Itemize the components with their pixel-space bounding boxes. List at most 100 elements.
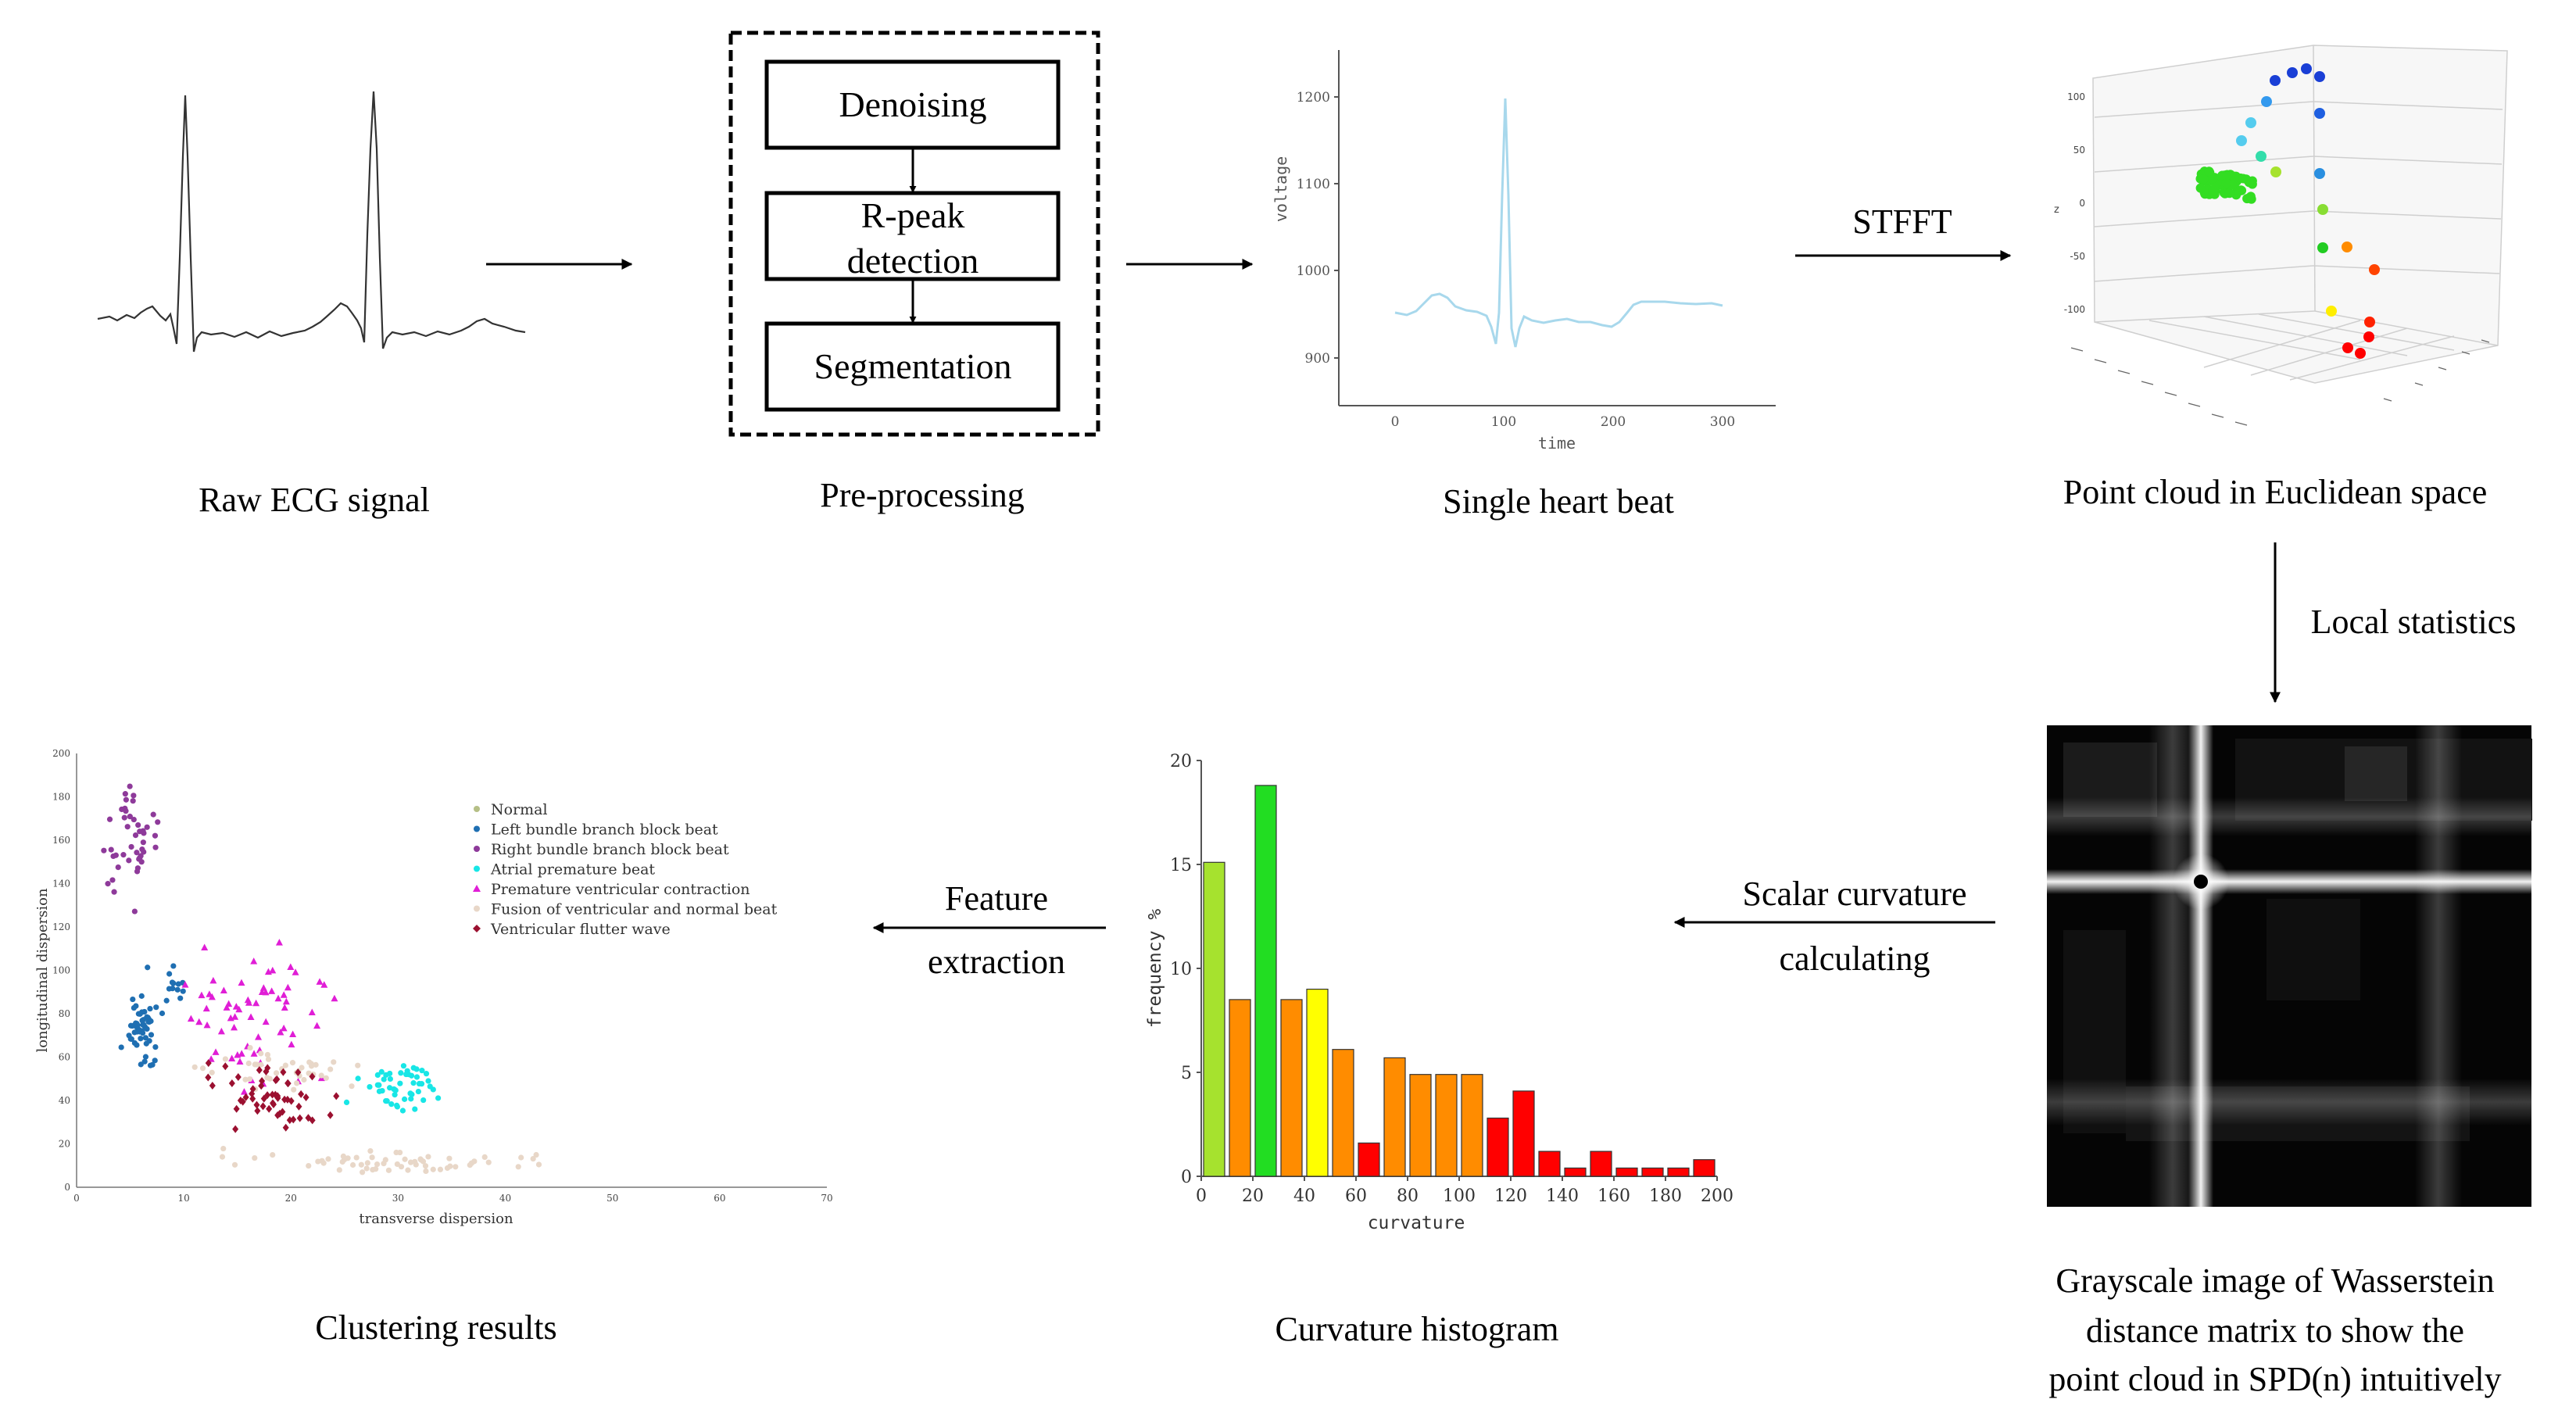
scatter-point	[264, 1051, 271, 1058]
scatter-point	[240, 1088, 248, 1095]
hist-xtick-label: 100	[1443, 1186, 1476, 1206]
scatter-point	[134, 850, 140, 856]
scatter-point	[281, 1004, 288, 1011]
scatter-point	[301, 1076, 307, 1083]
scatter-point	[282, 997, 290, 1005]
scatter-point	[141, 1058, 148, 1065]
scatter-point	[137, 1011, 143, 1017]
hist-ytick-label: 20	[1170, 752, 1192, 771]
hist-bar	[1512, 1090, 1535, 1177]
scatter-point	[120, 852, 127, 858]
scatter-point	[263, 1068, 270, 1076]
scatter-point	[142, 1054, 149, 1060]
scatter-point	[284, 983, 292, 991]
pc-point	[2261, 96, 2272, 107]
hist-bar	[1641, 1167, 1664, 1177]
scatter-point	[269, 966, 277, 974]
scatter-point	[284, 1079, 292, 1087]
scatter-point	[128, 1036, 134, 1043]
scatter-point	[139, 846, 145, 853]
scatter-point	[262, 1018, 270, 1025]
scatter-xtick-label: 0	[73, 1193, 80, 1204]
pc-point	[2364, 317, 2375, 327]
scatter-point	[419, 1068, 425, 1074]
scatter-point	[535, 1161, 542, 1168]
pc-point	[2342, 342, 2353, 353]
hist-xtick-label: 20	[1242, 1186, 1264, 1206]
hist-xlabel: curvature	[1368, 1213, 1465, 1233]
scatter-point	[231, 1013, 239, 1020]
grayscale-horizontal-band	[2047, 869, 2531, 894]
local-stats-label: Local statistics	[2311, 603, 2517, 641]
scatter-point	[422, 1163, 429, 1169]
pointcloud-panel: 100 50 0 -50 -100 z Point cloud in Eucli…	[2054, 45, 2508, 511]
scatter-point	[394, 1102, 400, 1108]
scatter-point	[270, 1099, 277, 1108]
scatter-point	[217, 1027, 225, 1035]
legend-label: Right bundle branch block beat	[491, 841, 729, 858]
scatter-point	[139, 1018, 145, 1024]
beat-xtick-300: 300	[1710, 414, 1735, 430]
scatter-point	[274, 1111, 281, 1119]
scatter-point	[212, 1048, 220, 1055]
scatter-point	[378, 1068, 385, 1075]
legend-marker	[473, 885, 481, 892]
pc-point	[2369, 264, 2380, 275]
pc-point	[2221, 178, 2231, 188]
legend-marker	[474, 806, 480, 812]
scatter-point	[170, 963, 177, 969]
grayscale-vertical-band	[2188, 725, 2213, 1207]
scatter-point	[259, 1102, 267, 1111]
scatter-point	[127, 783, 133, 789]
scatter-point	[124, 824, 131, 830]
scatter-point	[298, 1090, 305, 1098]
scatter-point	[305, 1114, 312, 1122]
hist-xtick-label: 0	[1196, 1186, 1207, 1206]
scatter-point	[406, 1072, 412, 1078]
scatter-point	[355, 1075, 361, 1082]
scatter-point	[123, 796, 129, 803]
scatter-point	[130, 798, 136, 804]
scatter-point	[289, 1030, 297, 1037]
scatter-point	[118, 1044, 124, 1050]
scatter-point	[412, 1106, 418, 1112]
scatter-ytick-label: 120	[52, 922, 70, 932]
scatter-ytick-label: 80	[59, 1008, 70, 1019]
scatter-point	[266, 1104, 273, 1113]
rpeak-label-line1: R-peak	[861, 195, 965, 235]
legend-label: Normal	[491, 801, 548, 818]
scatter-point	[206, 990, 213, 997]
pc-point	[2238, 174, 2249, 184]
pc-point	[2208, 186, 2218, 196]
scatter-point	[127, 814, 133, 820]
scatter-point	[518, 1154, 524, 1161]
scatter-point	[425, 1078, 431, 1084]
scatter-point	[374, 1072, 381, 1078]
scatter-point	[327, 1066, 334, 1072]
scatter-point	[415, 1088, 421, 1095]
pc-point	[2355, 348, 2366, 359]
scatter-xtick-label: 50	[606, 1193, 618, 1204]
scatter-point	[150, 811, 156, 818]
scatter-point	[166, 986, 173, 992]
scatter-point	[130, 996, 136, 1003]
point-cloud-label: Point cloud in Euclidean space	[2063, 473, 2488, 511]
grayscale-panel: Grayscale image of Wasserstein distance …	[2047, 725, 2532, 1398]
hist-xtick-label: 180	[1649, 1186, 1682, 1206]
scatter-point	[425, 1154, 431, 1160]
grayscale-block-e	[2267, 899, 2360, 1000]
grayscale-block-c	[2345, 746, 2407, 801]
scatter-point	[427, 1083, 433, 1090]
scatter-point	[113, 852, 119, 858]
scatter-point	[231, 1023, 238, 1031]
scatter-point	[325, 1156, 331, 1162]
hist-bar	[1280, 999, 1303, 1177]
pc-point	[2217, 170, 2227, 181]
scatter-point	[349, 1161, 356, 1168]
scatter-point	[268, 987, 276, 994]
scatter-point	[272, 1090, 279, 1099]
scatter-point	[138, 1036, 144, 1042]
scatter-point	[180, 988, 186, 994]
